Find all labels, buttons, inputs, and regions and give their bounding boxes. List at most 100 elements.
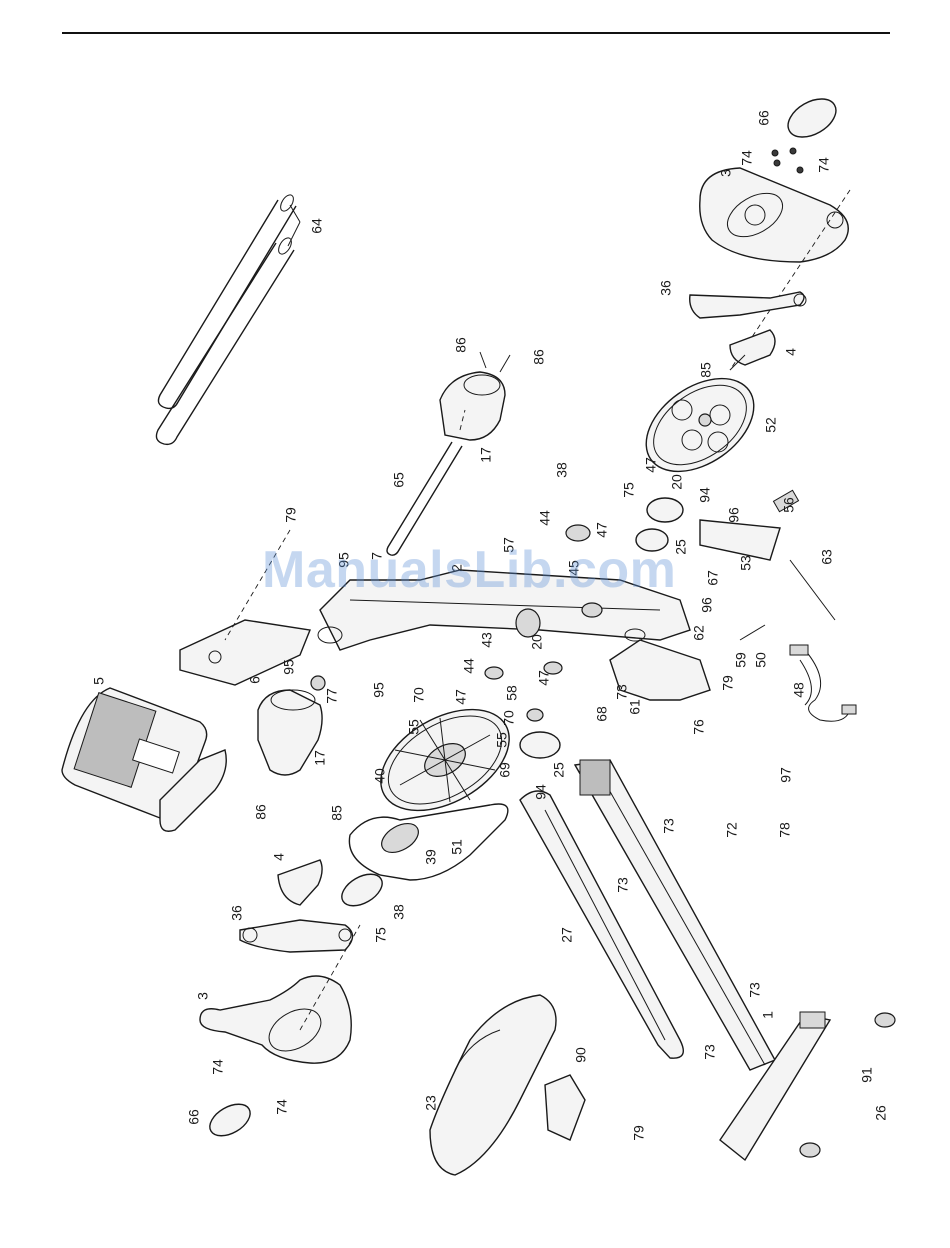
part-callout-74-c: 74 (210, 1059, 226, 1075)
part-callout-55-a: 55 (406, 719, 422, 735)
part-callout-20-b: 20 (529, 634, 545, 650)
part-callout-7: 7 (369, 552, 385, 560)
part-callout-5: 5 (91, 677, 107, 685)
part-callout-96-b: 96 (699, 597, 715, 613)
part-callout-44-a: 44 (537, 510, 553, 526)
part-callout-50: 50 (753, 652, 769, 668)
part-callout-95-c: 95 (371, 682, 387, 698)
part-callout-85-top: 85 (698, 362, 714, 378)
part-callout-94-a: 94 (697, 487, 713, 503)
part-callout-73-b: 73 (661, 818, 677, 834)
part-callout-59: 59 (733, 652, 749, 668)
part-callout-26: 26 (873, 1105, 889, 1121)
part-callout-86-c: 86 (253, 804, 269, 820)
part-callout-23: 23 (423, 1095, 439, 1111)
part-callout-6: 6 (247, 676, 263, 684)
part-callout-51: 51 (449, 839, 465, 855)
part-callout-73-c: 73 (615, 877, 631, 893)
upper-shroud (440, 352, 510, 440)
part-callout-62: 62 (691, 625, 707, 641)
part-callout-96-a: 96 (726, 507, 742, 523)
drive-belt (349, 804, 507, 880)
part-callout-79-bot: 79 (631, 1125, 647, 1141)
part-callout-79-top: 79 (283, 507, 299, 523)
drive-pulley (363, 689, 526, 832)
part-callout-66-top: 66 (756, 110, 772, 126)
part-callout-57: 57 (501, 537, 517, 553)
part-callout-56: 56 (781, 497, 797, 513)
seat (430, 995, 585, 1175)
part-callout-86-a: 86 (453, 337, 469, 353)
part-callout-47-a: 47 (643, 457, 659, 473)
part-callout-47-d: 47 (536, 670, 552, 686)
part-callout-78: 78 (777, 822, 793, 838)
part-callout-36-top: 36 (658, 280, 674, 296)
part-callout-66-bot: 66 (186, 1109, 202, 1125)
part-callout-77: 77 (324, 688, 340, 704)
part-callout-75-bot: 75 (373, 927, 389, 943)
part-callout-73-d: 73 (747, 982, 763, 998)
part-callout-68: 68 (594, 706, 610, 722)
part-callout-43: 43 (479, 632, 495, 648)
part-callout-39: 39 (423, 849, 439, 865)
part-callout-90: 90 (573, 1047, 589, 1063)
part-callout-72: 72 (724, 822, 740, 838)
part-callout-61: 61 (627, 699, 643, 715)
part-callout-69: 69 (497, 762, 513, 778)
part-callout-55-b: 55 (494, 732, 510, 748)
part-callout-75-top: 75 (621, 482, 637, 498)
part-callout-17-bot: 17 (312, 750, 328, 766)
main-frame (318, 570, 690, 650)
right-crank-assembly (700, 91, 850, 370)
part-callout-58: 58 (504, 685, 520, 701)
part-callout-70-a: 70 (411, 687, 427, 703)
part-callout-73-e: 73 (702, 1044, 718, 1060)
lower-bracket-assembly (240, 860, 388, 952)
part-callout-86-b: 86 (531, 349, 547, 365)
part-callout-53: 53 (738, 555, 754, 571)
part-callout-76: 76 (691, 719, 707, 735)
part-callout-45: 45 (566, 560, 582, 576)
part-callout-27: 27 (559, 927, 575, 943)
part-callout-2: 2 (449, 564, 465, 572)
part-callout-3-top: 3 (718, 169, 734, 177)
part-callout-91: 91 (859, 1067, 875, 1083)
part-callout-38-top: 38 (554, 462, 570, 478)
part-callout-38-bot: 38 (391, 904, 407, 920)
part-callout-64: 64 (309, 218, 325, 234)
part-callout-63: 63 (819, 549, 835, 565)
part-callout-17-top: 17 (478, 447, 494, 463)
upper-bracket-assembly (690, 292, 806, 370)
part-callout-20-a: 20 (669, 474, 685, 490)
part-callout-85-bot: 85 (329, 805, 345, 821)
part-callout-65: 65 (391, 472, 407, 488)
part-callout-47-b: 47 (594, 522, 610, 538)
part-callout-48: 48 (791, 682, 807, 698)
handle-tubes (156, 193, 300, 445)
part-callout-95-b: 95 (281, 659, 297, 675)
part-callout-25-b: 25 (551, 762, 567, 778)
part-callout-52: 52 (763, 417, 779, 433)
part-callout-95-a: 95 (336, 552, 352, 568)
part-callout-1: 1 (760, 1011, 776, 1019)
part-callout-74-a: 74 (739, 150, 755, 166)
part-callout-74-d: 74 (274, 1099, 290, 1115)
part-callout-4-bot: 4 (271, 853, 287, 861)
part-callout-40: 40 (372, 768, 388, 784)
part-callout-74-b: 74 (816, 157, 832, 173)
part-callout-47-c: 47 (453, 689, 469, 705)
part-callout-97: 97 (778, 767, 794, 783)
part-callout-25-a: 25 (673, 539, 689, 555)
part-callout-94-b: 94 (533, 784, 549, 800)
part-callout-70-b: 70 (501, 710, 517, 726)
part-callout-4-top: 4 (783, 348, 799, 356)
part-callout-3-bot: 3 (195, 992, 211, 1000)
part-callout-73-a: 73 (614, 684, 630, 700)
part-callout-67: 67 (705, 570, 721, 586)
console (62, 688, 226, 831)
part-callout-36-bot: 36 (229, 905, 245, 921)
part-callout-79-mid: 79 (720, 675, 736, 691)
part-callout-44-b: 44 (461, 658, 477, 674)
